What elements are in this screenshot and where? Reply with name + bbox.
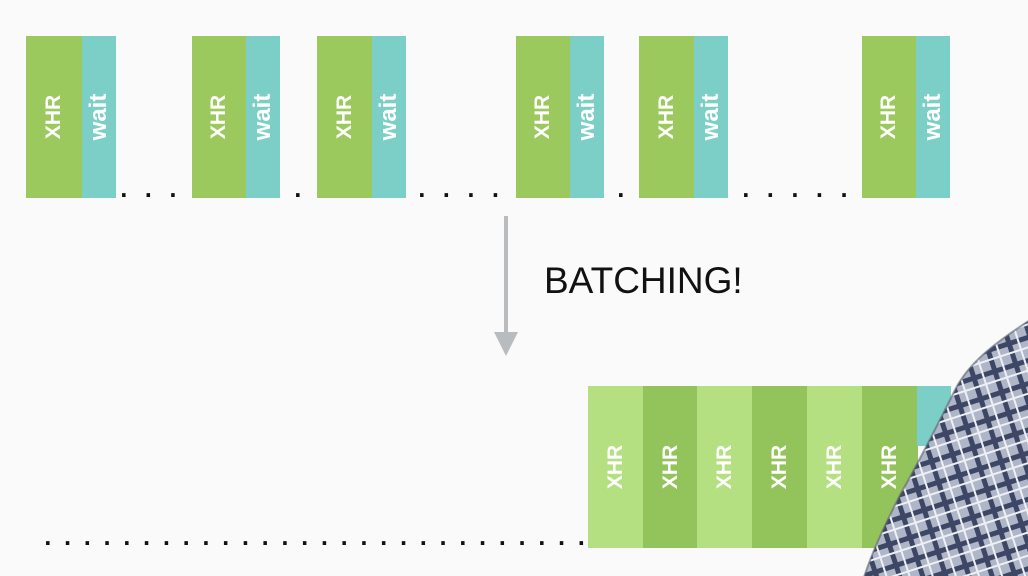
down-arrow-icon [494, 216, 518, 356]
xhr-label: XHR [332, 94, 356, 140]
presenter-figure [863, 320, 1028, 576]
xhr-label: XHR [877, 94, 900, 140]
wait-label: wait [573, 93, 600, 141]
xhr-label: XHR [658, 444, 682, 490]
batched-xhr-block: XHR [643, 386, 698, 548]
xhr-block: XHR [317, 36, 372, 198]
batched-xhr-block: XHR [752, 386, 808, 548]
xhr-block: XHR [26, 36, 82, 198]
xhr-block: XHR [192, 36, 246, 198]
xhr-label: XHR [604, 444, 627, 490]
xhr-block: XHR [862, 36, 916, 198]
gap-dots: . [294, 178, 307, 202]
batched-xhr-block: XHR [588, 386, 644, 548]
wait-block: wait [570, 36, 604, 198]
gap-dots: . . . [120, 178, 182, 202]
xhr-label: XHR [823, 444, 846, 490]
wait-block: wait [372, 36, 406, 198]
xhr-label: XHR [654, 94, 678, 140]
wait-label: wait [85, 93, 112, 141]
batching-heading: BATCHING! [544, 260, 743, 301]
xhr-block: XHR [516, 36, 570, 198]
xhr-label: XHR [42, 94, 65, 140]
wait-block: wait [694, 36, 728, 198]
xhr-label: XHR [207, 94, 230, 140]
wait-block: wait [916, 36, 950, 198]
gap-dots: . . . . [418, 178, 505, 202]
wait-block: wait [82, 36, 116, 198]
wait-label: wait [697, 93, 724, 141]
xhr-label: XHR [768, 444, 791, 490]
wait-label: wait [375, 93, 402, 141]
leading-dots: . . . . . . . . . . . . . . . . . . . . … [44, 526, 687, 550]
xhr-label: XHR [531, 94, 554, 140]
gap-dots: . [617, 178, 630, 202]
wait-block: wait [246, 36, 280, 198]
wait-label: wait [919, 93, 946, 141]
batched-xhr-block: XHR [807, 386, 863, 548]
batched-xhr-block: XHR [697, 386, 753, 548]
xhr-label: XHR [713, 444, 736, 490]
wait-label: wait [249, 93, 276, 141]
xhr-block: XHR [639, 36, 694, 198]
gap-dots: . . . . . [742, 178, 853, 202]
